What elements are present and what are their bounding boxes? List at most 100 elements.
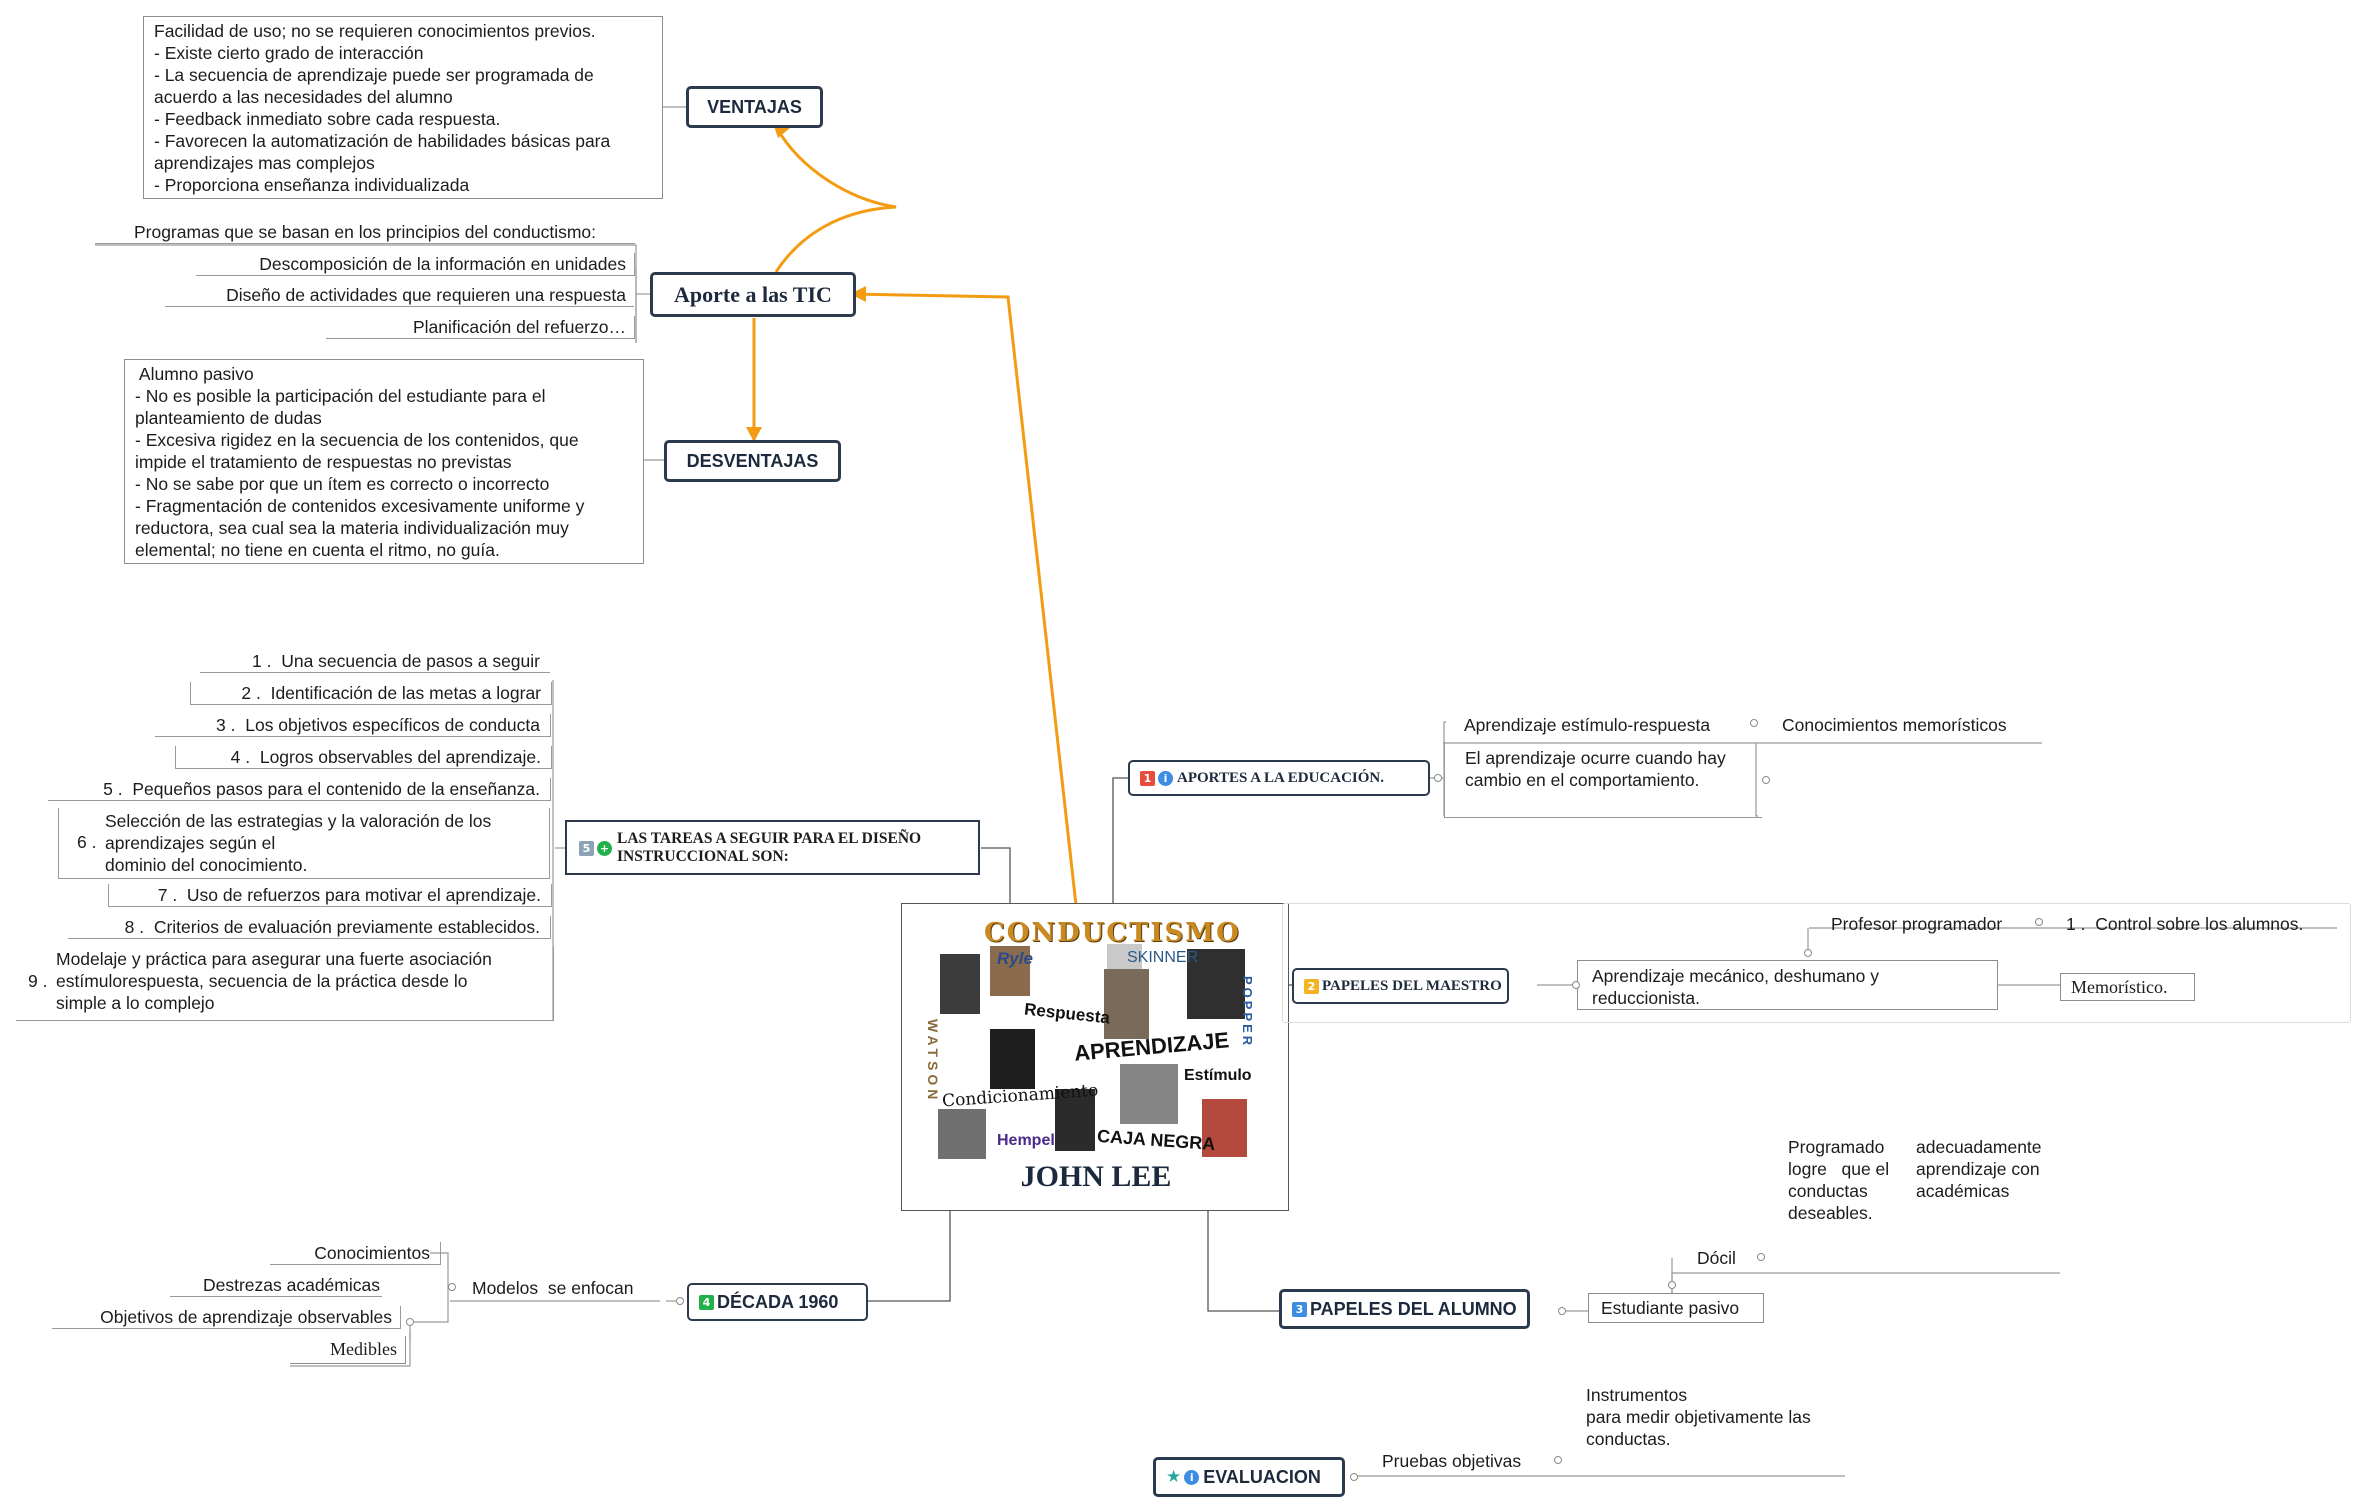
pruebas-objetivas: Pruebas objetivas xyxy=(1382,1451,1522,1471)
collage-word-estimulo: Estímulo xyxy=(1184,1067,1252,1084)
maestro-group-frame xyxy=(1282,903,2351,1023)
ventajas-title: VENTAJAS xyxy=(707,96,802,117)
ventajas-notes: Facilidad de uso; no se requieren conoci… xyxy=(143,16,663,199)
decada-title: DÉCADA 1960 xyxy=(717,1291,839,1312)
ventajas-line: - Favorecen la automatización de habilid… xyxy=(154,131,611,151)
desventajas-line: - Excesiva rigidez en la secuencia de lo… xyxy=(135,430,579,450)
aporte-tic-topic[interactable]: Aporte a las TIC xyxy=(650,272,856,317)
collapse-knob-icon[interactable] xyxy=(2035,918,2043,926)
collapse-knob-icon[interactable] xyxy=(1757,1253,1765,1261)
tareas-topic[interactable]: 5 + LAS TAREAS A SEGUIR PARA EL DISEÑO I… xyxy=(565,820,980,875)
tarea-item-8: 8 . Criterios de evaluación previamente … xyxy=(68,916,551,939)
link-central-aporte-tic xyxy=(849,292,1078,906)
desventajas-line: planteamiento de dudas xyxy=(135,408,322,428)
ventajas-line: acuerdo a las necesidades del alumno xyxy=(154,87,453,107)
ventajas-line: Facilidad de uso; no se requieren conoci… xyxy=(154,21,596,41)
ventajas-topic[interactable]: VENTAJAS xyxy=(686,86,823,128)
decada-topic[interactable]: 4 DÉCADA 1960 xyxy=(687,1283,868,1321)
collage-word-popper: POPPER xyxy=(1240,976,1255,1049)
docil: Dócil xyxy=(1697,1248,1736,1268)
papeles-alumno-title: PAPELES DEL ALUMNO xyxy=(1310,1298,1517,1319)
collapse-knob-icon[interactable] xyxy=(1350,1473,1358,1481)
collapse-knob-icon[interactable] xyxy=(1750,719,1758,727)
collage-background xyxy=(938,944,1247,1159)
aportes-educacion-title: APORTES A LA EDUCACIÓN. xyxy=(1177,769,1385,786)
number-badge: 2 xyxy=(1304,978,1319,994)
aporte-tic-item-2: Diseño de actividades que requieren una … xyxy=(165,284,634,307)
aprendizaje-cambio-box: El aprendizaje ocurre cuando hay cambio … xyxy=(1444,743,1762,818)
desventajas-line: Alumno pasivo xyxy=(135,364,254,384)
portrait-icon xyxy=(1120,1064,1178,1124)
decada-item-conocimientos: Conocimientos xyxy=(270,1242,441,1265)
tarea-item-9: 9 . Modelaje y práctica para asegurar un… xyxy=(16,946,554,1021)
portrait-icon xyxy=(1104,969,1149,1039)
number-badge: 1 xyxy=(1140,770,1155,786)
portrait-icon xyxy=(938,1109,986,1159)
collage-word-ryle: Ryle xyxy=(997,949,1033,968)
memoristico: Memorístico. xyxy=(2060,973,2195,1001)
number-badge: 3 xyxy=(1292,1301,1307,1317)
collapse-knob-icon[interactable] xyxy=(406,1318,414,1326)
collapse-knob-icon[interactable] xyxy=(1668,1281,1676,1289)
ventajas-line: - Proporciona enseñanza individualizada xyxy=(154,175,470,195)
collage-word-skinner: SKINNER xyxy=(1127,949,1199,966)
evaluacion-topic[interactable]: ★ i EVALUACION xyxy=(1153,1457,1345,1497)
collapse-knob-icon[interactable] xyxy=(448,1283,456,1291)
estudiante-pasivo: Estudiante pasivo xyxy=(1588,1293,1764,1323)
link-central-alumno xyxy=(1207,1211,1279,1312)
info-icon[interactable]: i xyxy=(1184,1469,1200,1485)
link-central-tareas xyxy=(981,847,1011,903)
tarea-item-1: 1 . Una secuencia de pasos a seguir xyxy=(200,650,550,673)
collapse-knob-icon[interactable] xyxy=(676,1297,684,1305)
desventajas-line: - Fragmentación de contenidos excesivame… xyxy=(135,496,585,516)
number-badge: 4 xyxy=(699,1294,714,1310)
collapse-knob-icon[interactable] xyxy=(1554,1456,1562,1464)
plus-circle-icon[interactable]: + xyxy=(597,841,612,856)
portrait-icon xyxy=(1202,1099,1247,1157)
desventajas-topic[interactable]: DESVENTAJAS xyxy=(664,440,841,482)
papeles-maestro-topic[interactable]: 2 PAPELES DEL MAESTRO xyxy=(1292,968,1509,1004)
collapse-knob-icon[interactable] xyxy=(1434,774,1442,782)
portrait-icon xyxy=(1187,949,1245,1019)
ventajas-line: - Feedback inmediato sobre cada respuest… xyxy=(154,109,501,129)
collage-word-conductismo: CONDUCTISMO xyxy=(984,918,1241,948)
conocimientos-memoristicos: Conocimientos memorísticos xyxy=(1782,715,2007,735)
programado-col-1: Programado logre que el conductas deseab… xyxy=(1788,1137,1890,1223)
desventajas-title: DESVENTAJAS xyxy=(686,450,819,471)
tarea-item-7: 7 . Uso de refuerzos para motivar el apr… xyxy=(108,884,552,907)
desventajas-line: reductora, sea cual sea la materia indiv… xyxy=(135,518,569,538)
collapse-knob-icon[interactable] xyxy=(1558,1307,1566,1315)
aporte-tic-title: Aporte a las TIC xyxy=(674,281,832,307)
link-central-decada xyxy=(866,1211,951,1302)
aprendizaje-estimulo-respuesta: Aprendizaje estímulo-respuesta xyxy=(1464,715,1711,735)
portrait-icon xyxy=(940,954,980,1014)
central-topic-image[interactable]: CONDUCTISMO Ryle SKINNER Respuesta APREN… xyxy=(901,903,1289,1211)
aportes-educacion-topic[interactable]: 1 i APORTES A LA EDUCACIÓN. xyxy=(1128,760,1430,796)
modelos-enfocan: Modelos se enfocan xyxy=(472,1278,634,1298)
tarea-item-4: 4 . Logros observables del aprendizaje. xyxy=(175,746,552,769)
tarea-item-2: 2 . Identificación de las metas a lograr xyxy=(190,682,552,705)
portrait-icons xyxy=(938,944,1247,1159)
tarea-item-5: 5 . Pequeños pasos para el contenido de … xyxy=(48,778,551,801)
papeles-maestro-title: PAPELES DEL MAESTRO xyxy=(1322,977,1502,994)
evaluacion-note: Instrumentos para medir objetivamente la… xyxy=(1586,1385,1811,1449)
collapse-knob-icon[interactable] xyxy=(1762,776,1770,784)
desventajas-line: impide el tratamiento de respuestas no p… xyxy=(135,452,512,472)
link-central-aportes-edu xyxy=(1112,777,1128,903)
desventajas-line: - No es posible la participación del est… xyxy=(135,386,546,406)
ventajas-line: - Existe cierto grado de interacción xyxy=(154,43,424,63)
tarea-item-3: 3 . Los objetivos específicos de conduct… xyxy=(155,714,551,737)
info-icon[interactable]: i xyxy=(1158,770,1173,786)
profesor-programador: Profesor programador xyxy=(1831,914,2003,934)
desventajas-line: - No se sabe por que un ítem es correcto… xyxy=(135,474,550,494)
collapse-knob-icon[interactable] xyxy=(1804,949,1812,957)
papeles-alumno-topic[interactable]: 3 PAPELES DEL ALUMNO xyxy=(1279,1289,1530,1329)
evaluacion-title: EVALUACION xyxy=(1203,1466,1321,1487)
collage-word-watson: WATSON xyxy=(925,1019,941,1104)
collapse-knob-icon[interactable] xyxy=(1572,981,1580,989)
central-title: JOHN LEE xyxy=(1020,1160,1172,1193)
portrait-icon xyxy=(990,1029,1035,1089)
decada-item-objetivos: Objetivos de aprendizaje observables xyxy=(52,1306,401,1329)
star-icon: ★ xyxy=(1166,1467,1182,1486)
